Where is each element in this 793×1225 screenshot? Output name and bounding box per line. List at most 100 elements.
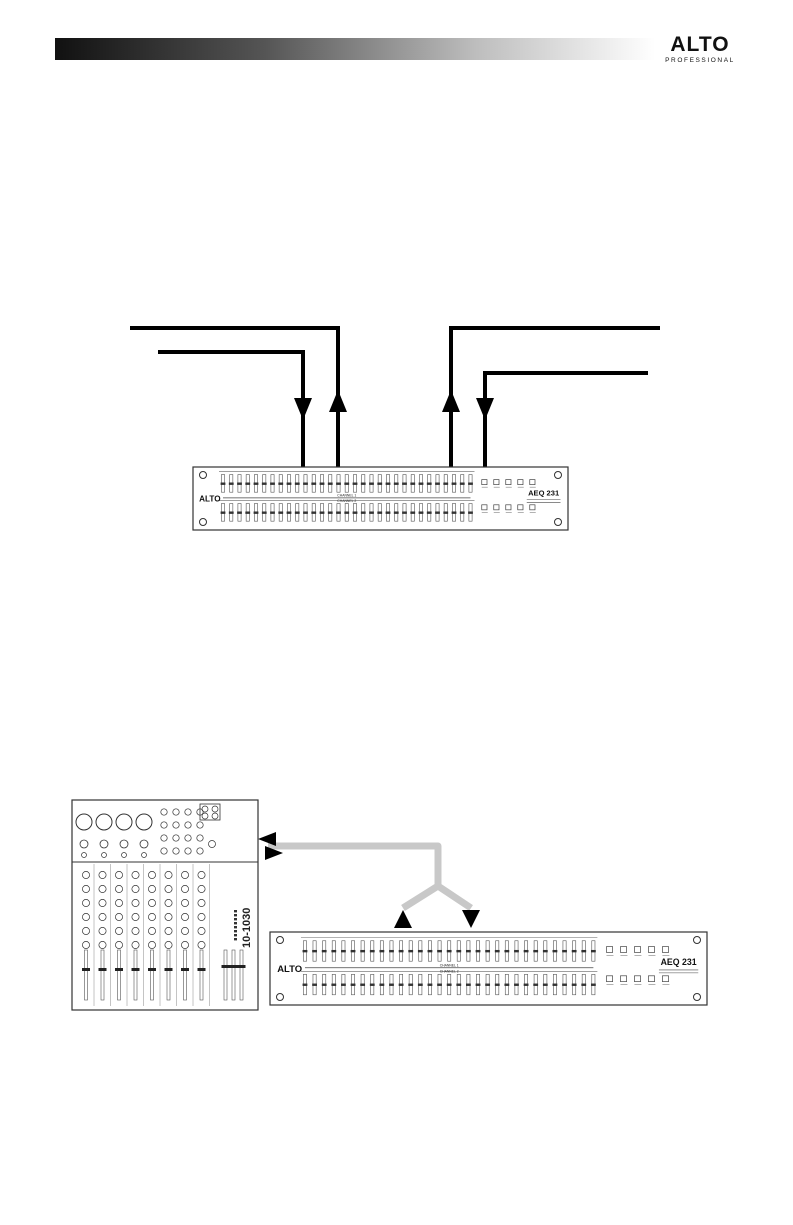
eq-fader-knob [379, 950, 384, 952]
graphic-equalizer-top: CHANNEL 1CHANNEL 2ALTOAEQ 231 [193, 467, 568, 530]
eq-fader-knob [418, 950, 423, 952]
mixer: 10-1030 [72, 800, 258, 1010]
eq-fader-knob [402, 482, 407, 484]
eq-fader-knob [468, 482, 473, 484]
eq-fader-knob [262, 511, 267, 513]
fader-knob [99, 968, 107, 971]
eq-fader-knob [229, 482, 234, 484]
eq-fader-knob [386, 482, 391, 484]
arrow-up-icon [394, 910, 412, 928]
eq-fader-knob [394, 482, 399, 484]
eq-fader-knob [331, 984, 336, 986]
eq-fader-knob [344, 511, 349, 513]
eq-fader-knob [476, 984, 481, 986]
eq-fader-knob [428, 984, 433, 986]
eq-fader-knob [320, 482, 325, 484]
eq-fader-knob [408, 984, 413, 986]
eq-brand-label: ALTO [277, 964, 302, 975]
eq-fader-knob [389, 950, 394, 952]
eq-fader-knob [303, 950, 308, 952]
arrow-down-icon [294, 398, 312, 420]
eq-fader-knob [221, 511, 226, 513]
top-arrows [294, 390, 494, 420]
eq-fader-knob [514, 984, 519, 986]
eq-fader-knob [408, 950, 413, 952]
channel-2-label: CHANNEL 2 [337, 499, 356, 503]
eq-fader-knob [254, 511, 259, 513]
meter-led [234, 938, 237, 940]
eq-fader-knob [452, 511, 457, 513]
eq-fader-knob [485, 984, 490, 986]
eq-fader-knob [533, 984, 538, 986]
eq-fader-knob [370, 950, 375, 952]
eq-fader-knob [524, 950, 529, 952]
eq-fader-knob [456, 984, 461, 986]
eq-fader-knob [443, 482, 448, 484]
meter-led [234, 910, 237, 912]
eq-fader-knob [410, 482, 415, 484]
eq-fader-knob [379, 984, 384, 986]
fader-knob [132, 968, 140, 971]
arrow-up-icon [329, 390, 347, 412]
fader-knob [181, 968, 189, 971]
eq-fader-knob [229, 511, 234, 513]
eq-fader-knob [221, 482, 226, 484]
eq-fader-knob [237, 511, 242, 513]
eq-fader-knob [581, 950, 586, 952]
eq-fader-knob [328, 482, 333, 484]
eq-fader-knob [360, 950, 365, 952]
eq-fader-knob [435, 511, 440, 513]
eq-fader-knob [370, 984, 375, 986]
eq-fader-knob [468, 511, 473, 513]
eq-fader-knob [322, 984, 327, 986]
eq-fader-knob [341, 950, 346, 952]
input-line-2 [158, 352, 303, 470]
eq-fader-knob [514, 950, 519, 952]
eq-fader-knob [410, 511, 415, 513]
eq-fader-knob [428, 950, 433, 952]
eq-fader-knob [485, 950, 490, 952]
eq-fader-knob [331, 950, 336, 952]
eq-fader-knob [581, 984, 586, 986]
eq-fader-knob [295, 482, 300, 484]
eq-fader-knob [572, 984, 577, 986]
eq-fader-knob [562, 984, 567, 986]
eq-fader-knob [254, 482, 259, 484]
fader-knob [165, 968, 173, 971]
eq-fader-knob [504, 950, 509, 952]
arrow-down-icon [476, 398, 494, 420]
eq-fader-knob [287, 482, 292, 484]
eq-fader-knob [419, 511, 424, 513]
eq-fader-knob [361, 511, 366, 513]
eq-fader-knob [320, 511, 325, 513]
eq-brand-label: ALTO [199, 495, 221, 504]
meter-led [234, 934, 237, 936]
eq-fader-knob [553, 950, 558, 952]
eq-fader-knob [476, 950, 481, 952]
insert-cable [268, 846, 471, 908]
eq-fader-knob [543, 984, 548, 986]
eq-fader-knob [543, 950, 548, 952]
eq-fader-knob [394, 511, 399, 513]
eq-fader-knob [504, 984, 509, 986]
eq-fader-knob [344, 482, 349, 484]
eq-fader-knob [572, 950, 577, 952]
fader-knob [115, 968, 123, 971]
eq-fader-knob [437, 984, 442, 986]
eq-fader-knob [360, 984, 365, 986]
eq-fader-knob [341, 984, 346, 986]
meter-led [234, 922, 237, 924]
eq-fader-knob [336, 482, 341, 484]
channel-1-label: CHANNEL 1 [337, 494, 356, 498]
eq-fader-knob [456, 950, 461, 952]
eq-fader-knob [460, 511, 465, 513]
eq-fader-knob [447, 984, 452, 986]
eq-fader-knob [303, 482, 308, 484]
eq-fader-knob [377, 511, 382, 513]
fader-knob [198, 968, 206, 971]
eq-fader-knob [402, 511, 407, 513]
eq-fader-knob [351, 950, 356, 952]
arrow-up-icon [442, 390, 460, 412]
eq-fader-knob [591, 984, 596, 986]
